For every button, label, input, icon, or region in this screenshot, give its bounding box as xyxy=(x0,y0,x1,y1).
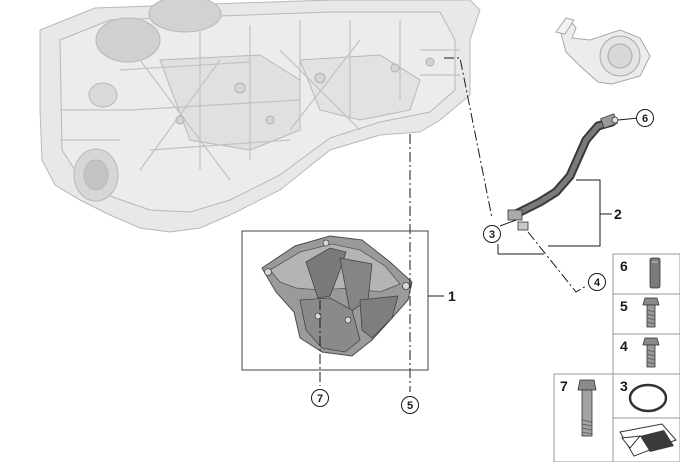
grid-cell-7-label: 7 xyxy=(560,378,568,394)
sleeve-part-icon xyxy=(649,257,661,289)
grid-cell-4-label: 4 xyxy=(620,338,628,354)
dash-dot-lines xyxy=(319,57,587,392)
grid-cell-6-label: 6 xyxy=(620,258,628,274)
oil-pan-frame xyxy=(241,230,429,371)
callout-5-label: 5 xyxy=(407,400,413,412)
bolt-5-icon xyxy=(642,297,660,328)
callout-circles xyxy=(311,109,654,414)
oil-pan-illustration xyxy=(261,235,413,357)
callout-7-label: 7 xyxy=(317,393,323,405)
callout-6-label: 6 xyxy=(642,113,648,125)
callout-1-label: 1 xyxy=(448,288,456,304)
bolt-4-icon xyxy=(642,337,660,368)
grid-cell-3-label: 3 xyxy=(620,378,628,394)
leader-lines xyxy=(428,117,639,297)
callout-4-label: 4 xyxy=(594,277,601,289)
callout-2-label: 2 xyxy=(614,206,622,222)
callout-3-label: 3 xyxy=(489,229,495,241)
long-bolt-7-icon xyxy=(577,379,597,437)
grid-cell-5-label: 5 xyxy=(620,298,628,314)
sealing-ring-icon xyxy=(628,383,668,413)
orientation-symbol-icon xyxy=(619,423,677,457)
oil-line-illustration xyxy=(507,113,619,231)
oil-filter-housing-illustration xyxy=(555,17,651,85)
engine-block-illustration xyxy=(39,0,481,233)
